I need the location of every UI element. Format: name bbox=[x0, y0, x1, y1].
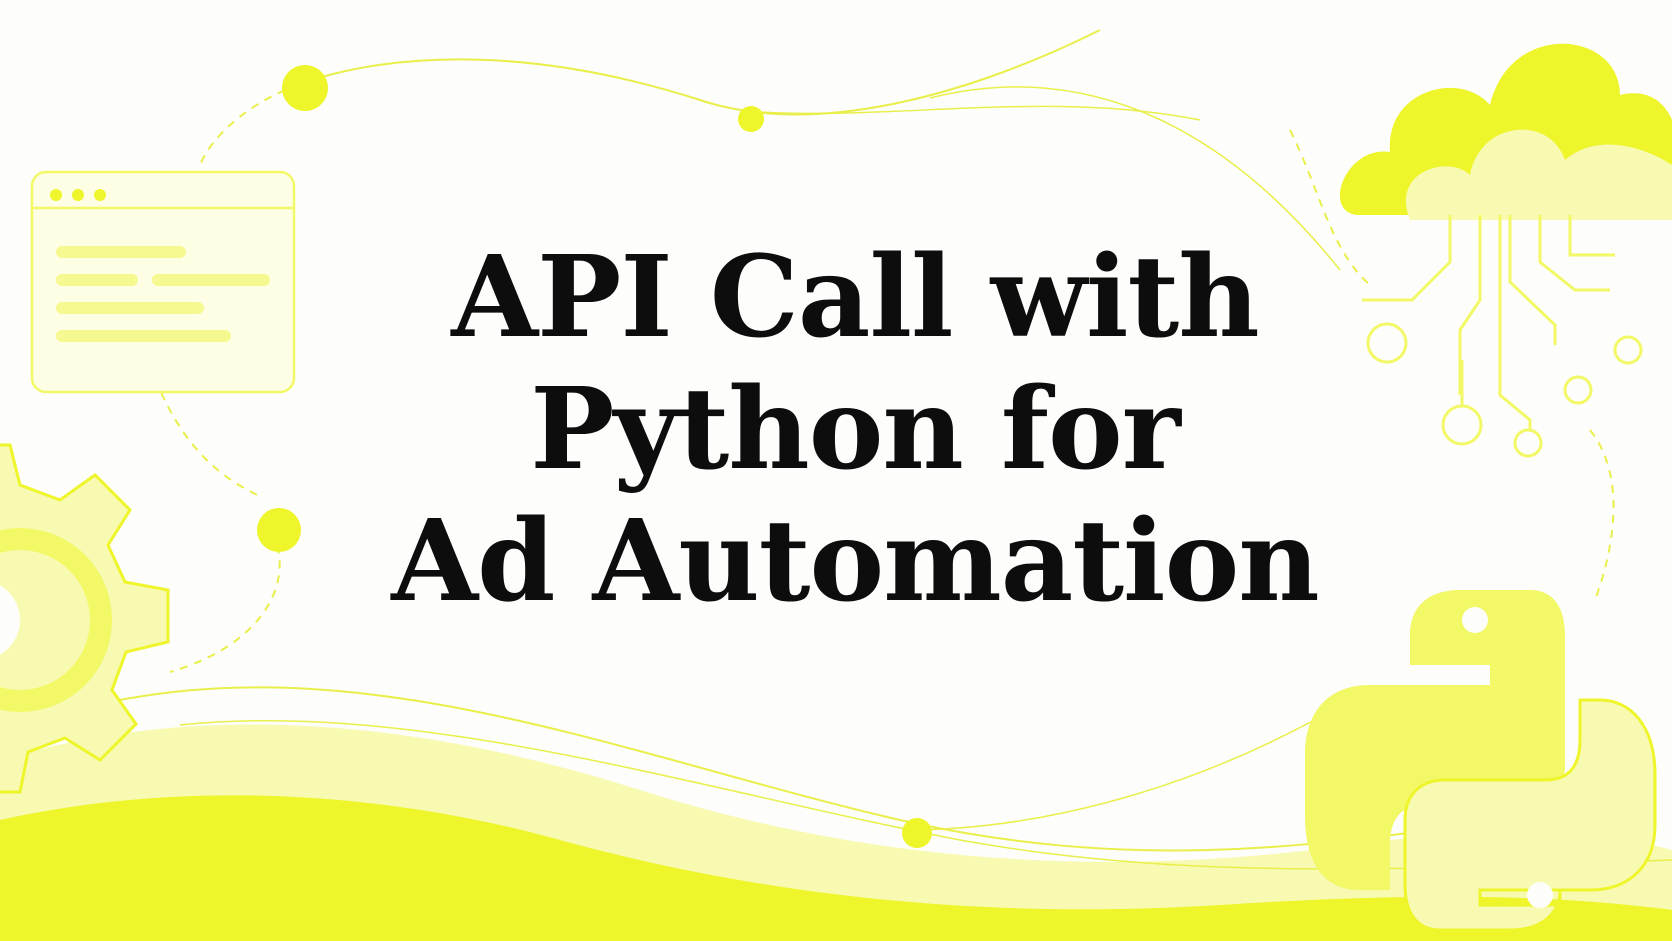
title-line-1: API Call with bbox=[451, 232, 1259, 363]
title-line-3: Ad Automation bbox=[391, 496, 1319, 627]
title-line-2: Python for bbox=[530, 364, 1180, 495]
python-logo-icon bbox=[1305, 590, 1657, 932]
cloud-circuit-icon bbox=[1339, 43, 1672, 458]
gear-icon bbox=[0, 443, 170, 794]
browser-window-icon bbox=[30, 170, 296, 394]
page-title: API Call with Python for Ad Automation bbox=[330, 232, 1380, 628]
connector-dots bbox=[257, 65, 932, 848]
bottom-waves bbox=[0, 686, 1672, 941]
